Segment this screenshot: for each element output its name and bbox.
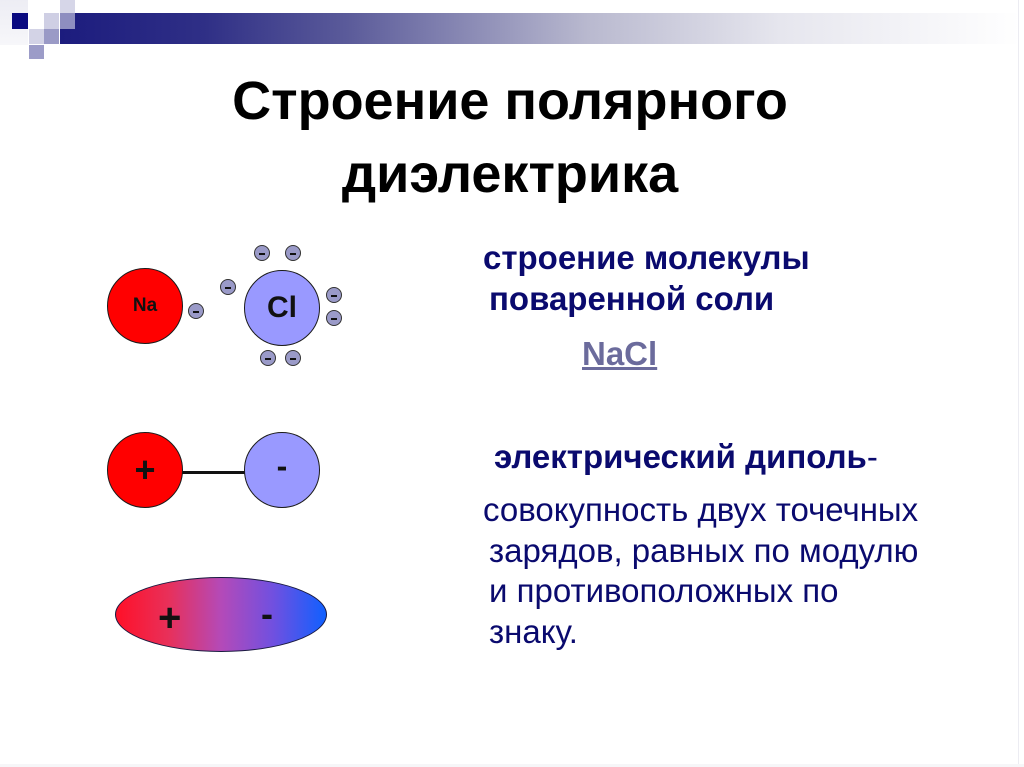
dipole-bond	[182, 471, 245, 474]
formula-link[interactable]: NaCl	[582, 335, 658, 372]
deco-square	[29, 45, 44, 59]
electron-icon	[254, 245, 270, 261]
deco-square	[44, 29, 59, 44]
title-line-2: диэлектрика	[341, 144, 679, 204]
definition-line: зарядов, равных по модулю	[489, 531, 919, 569]
dipole-heading: электрический диполь-	[494, 437, 878, 477]
molecule-heading-line-1: строение молекулы	[483, 239, 810, 276]
deco-square	[29, 29, 44, 44]
positive-charge: +	[107, 432, 183, 508]
electron-icon	[260, 350, 276, 366]
electron-icon	[326, 287, 342, 303]
title-line-1: Строение полярного	[232, 71, 788, 131]
minus-icon: -	[261, 593, 273, 634]
polar-molecule-ellipse	[115, 577, 327, 652]
deco-square	[44, 13, 59, 29]
slide-title: Строение полярного диэлектрика	[130, 65, 890, 211]
deco-square	[12, 13, 28, 29]
sodium-atom: Na	[107, 268, 183, 344]
dipole-definition: совокупность двух точечных зарядов, равн…	[483, 490, 1023, 652]
chlorine-atom: Cl	[244, 270, 320, 346]
electron-icon	[285, 350, 301, 366]
chlorine-label: Cl	[267, 291, 297, 324]
slide-bottom-border	[0, 764, 1024, 767]
dipole-dash: -	[866, 438, 878, 475]
definition-line: и противоположных по	[489, 572, 839, 609]
definition-line: знаку.	[489, 612, 578, 650]
negative-charge: -	[244, 432, 320, 508]
definition-line: совокупность двух точечных	[483, 491, 919, 528]
sodium-label: Na	[132, 295, 158, 316]
plus-icon: +	[158, 596, 182, 640]
electron-icon	[220, 279, 236, 295]
molecule-heading-line-2: поваренной соли	[489, 280, 775, 317]
deco-square	[60, 13, 75, 29]
electron-icon	[285, 245, 301, 261]
dipole-term: электрический диполь	[494, 438, 867, 475]
slide-right-border	[1018, 0, 1019, 767]
header-bar	[60, 13, 1020, 44]
minus-icon: -	[276, 447, 288, 484]
electron-icon	[188, 303, 204, 319]
electron-icon	[326, 310, 342, 326]
plus-icon: +	[134, 449, 156, 490]
deco-square	[60, 0, 75, 13]
